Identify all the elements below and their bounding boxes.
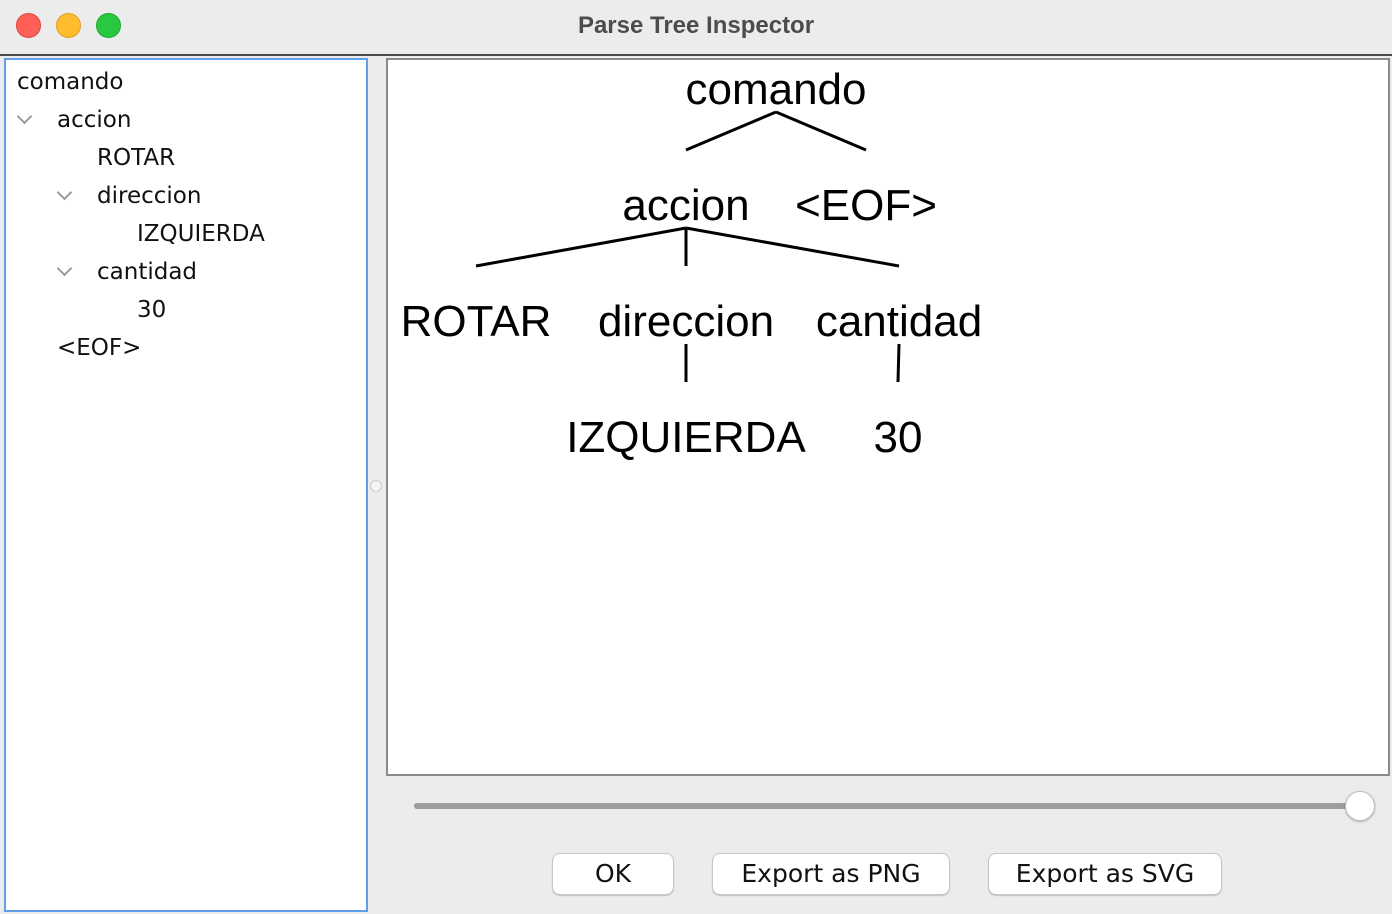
tree-node-direccion[interactable]: direccion [97, 183, 202, 209]
zoom-slider-thumb[interactable] [1345, 791, 1375, 821]
tree-edge-comando-eof [775, 110, 867, 152]
tree-edge-cantidad-n30 [896, 343, 901, 383]
tree-node-izquierda[interactable]: IZQUIERDA [137, 221, 265, 247]
tree-edge-accion-cantidad [685, 226, 900, 268]
tree-node-eof[interactable]: <EOF> [57, 335, 142, 361]
expand-chevron-icon[interactable] [56, 184, 73, 201]
tree-node-label-n30: 30 [874, 413, 923, 462]
zoom-slider-fill [414, 803, 1360, 809]
tree-node-label-rotar: ROTAR [401, 297, 552, 346]
parse-tree-canvas: comando accion <EOF> ROTAR direccion cantidad… [386, 58, 1390, 776]
tree-node-label-izquierda: IZQUIERDA [566, 413, 806, 462]
tree-node-rotar[interactable]: ROTAR [97, 145, 176, 171]
title-bar: Parse Tree Inspector [0, 0, 1392, 55]
window-title: Parse Tree Inspector [577, 12, 815, 39]
zoom-window-button[interactable] [96, 13, 121, 38]
ok-button[interactable]: OK [552, 853, 674, 895]
tree-edge-comando-accion [685, 110, 777, 152]
tree-node-label-comando: comando [685, 65, 866, 114]
tree-node-label-direccion: direccion [598, 297, 774, 346]
tree-node-30[interactable]: 30 [137, 297, 167, 323]
zoom-slider-track[interactable] [414, 803, 1360, 809]
tree-node-comando[interactable]: comando [17, 69, 124, 95]
tree-node-label-accion: accion [622, 181, 749, 230]
minimize-window-button[interactable] [56, 13, 81, 38]
export-png-button[interactable]: Export as PNG [712, 853, 950, 895]
tree-node-accion[interactable]: accion [57, 107, 132, 133]
close-window-button[interactable] [16, 13, 41, 38]
title-divider [0, 54, 1392, 56]
expand-chevron-icon[interactable] [16, 108, 33, 125]
tree-node-cantidad[interactable]: cantidad [97, 259, 198, 285]
tree-node-label-cantidad: cantidad [816, 297, 982, 346]
tree-edge-accion-rotar [475, 226, 687, 268]
parse-tree-diagram: comando accion <EOF> ROTAR direccion cantidad… [401, 65, 983, 462]
tree-node-label-eof: <EOF> [795, 181, 937, 230]
export-svg-button[interactable]: Export as SVG [988, 853, 1222, 895]
split-pane-divider-handle[interactable] [370, 480, 382, 492]
expand-chevron-icon[interactable] [56, 260, 73, 277]
